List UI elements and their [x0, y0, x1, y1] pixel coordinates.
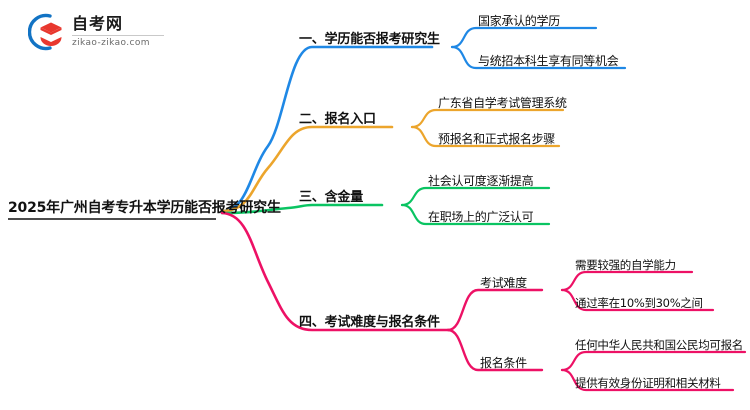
- leaf-node-1-1[interactable]: 国家承认的学历: [478, 14, 560, 28]
- branch-node-2[interactable]: 二、报名入口: [299, 112, 376, 127]
- leaf-node-3-2[interactable]: 在职场上的广泛认可: [428, 210, 534, 224]
- leaf-node-4-2-2[interactable]: 提供有效身份证明和相关材料: [575, 376, 721, 390]
- graduation-cap-icon: [27, 13, 68, 51]
- logo-name-cn: 自考网: [72, 14, 124, 33]
- leaf-node-4-2-1[interactable]: 任何中华人民共和国公民均可报名: [575, 338, 743, 352]
- branch-node-4[interactable]: 四、考试难度与报名条件: [299, 315, 440, 330]
- leaf-node-4-1-2[interactable]: 通过率在10%到30%之间: [575, 296, 703, 310]
- logo-divider: [72, 35, 164, 36]
- leaf-node-2-1[interactable]: 广东省自学考试管理系统: [438, 96, 567, 110]
- leaf-node-1-2[interactable]: 与统招本科生享有同等机会: [478, 54, 619, 68]
- sub-branch-node-4-2[interactable]: 报名条件: [480, 356, 527, 370]
- leaf-node-4-1-1[interactable]: 需要较强的自学能力: [575, 258, 676, 272]
- mindmap-root-node[interactable]: 2025年广州自考专升本学历能否报考研究生: [8, 200, 281, 216]
- sub-branch-node-4-1[interactable]: 考试难度: [480, 276, 527, 290]
- logo-url: zikao-zikao.com: [72, 38, 150, 48]
- branch-node-3[interactable]: 三、含金量: [299, 190, 364, 205]
- leaf-node-2-2[interactable]: 预报名和正式报名步骤: [438, 132, 556, 146]
- branch-node-1[interactable]: 一、学历能否报考研究生: [299, 32, 440, 47]
- leaf-node-3-1[interactable]: 社会认可度逐渐提高: [428, 174, 534, 188]
- site-logo[interactable]: 自考网 zikao-zikao.com: [27, 10, 188, 54]
